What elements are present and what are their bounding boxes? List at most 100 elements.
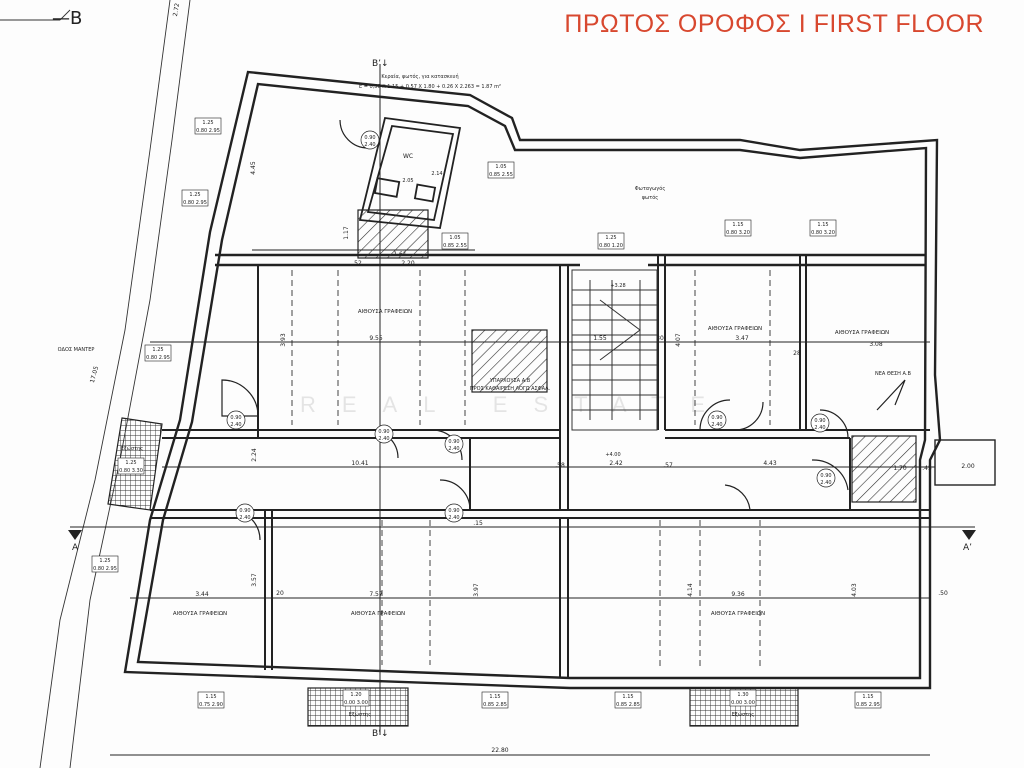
area-formula: E = 0,50 X 1.15 + 0.57 X 1.80 + 0.26 X 2… bbox=[359, 84, 501, 90]
stair-mid-level: +4.00 bbox=[605, 452, 620, 458]
dim-20: 20 bbox=[276, 590, 284, 597]
svg-text:1.20: 1.20 bbox=[350, 692, 361, 698]
dim-357: 3.57 bbox=[251, 573, 258, 587]
dim-393: 3.93 bbox=[280, 333, 287, 347]
dim-45: .45 bbox=[922, 465, 932, 472]
svg-text:1.15: 1.15 bbox=[489, 694, 500, 700]
dim-30: 30 bbox=[656, 335, 664, 342]
door-label: 0.902.40 bbox=[816, 468, 836, 488]
dim-161: 1.61 bbox=[393, 251, 407, 258]
svg-text:0.80 2.95: 0.80 2.95 bbox=[196, 128, 220, 134]
door-label: 0.902.40 bbox=[360, 130, 380, 150]
existing-shaft-hatch bbox=[471, 329, 548, 393]
svg-text:0.85 2.85: 0.85 2.85 bbox=[616, 702, 640, 708]
svg-text:1.30: 1.30 bbox=[737, 692, 748, 698]
window-label: 1.20 0.00 3.00 bbox=[342, 689, 370, 707]
svg-text:2.40: 2.40 bbox=[820, 480, 831, 486]
dim-58: .58 bbox=[555, 462, 565, 469]
svg-text:0.90: 0.90 bbox=[378, 429, 389, 435]
svg-text:0.90: 0.90 bbox=[814, 418, 825, 424]
svg-text:0.85 2.55: 0.85 2.55 bbox=[443, 243, 467, 249]
svg-text:1.25: 1.25 bbox=[152, 347, 163, 353]
door-label: 0.902.40 bbox=[707, 410, 727, 430]
door-label: 0.902.40 bbox=[810, 413, 830, 433]
staircase bbox=[571, 269, 658, 431]
door-label: 0.902.40 bbox=[444, 503, 464, 523]
dim-414: 4.14 bbox=[687, 583, 694, 597]
svg-text:1.15: 1.15 bbox=[732, 222, 743, 228]
svg-text:0.80 3.20: 0.80 3.20 bbox=[811, 230, 835, 236]
wc-block bbox=[358, 117, 462, 229]
light-well-label: Φωταγωγός bbox=[635, 185, 666, 192]
window-label: 1.25 0.80 2.95 bbox=[194, 117, 222, 135]
window-label: 1.30 0.00 3.00 bbox=[729, 689, 757, 707]
window-label: 1.250.80 2.95 bbox=[181, 189, 209, 207]
svg-text:1.15: 1.15 bbox=[862, 694, 873, 700]
svg-text:1.25: 1.25 bbox=[125, 460, 136, 466]
dim-200: 2.00 bbox=[961, 463, 975, 470]
svg-text:1.25: 1.25 bbox=[202, 120, 213, 126]
room-label: ΑΙΘΟΥΣΑ ΓΡΑΦΕΙΩΝ bbox=[835, 330, 889, 336]
dim-15: .15 bbox=[473, 520, 483, 527]
section-arrow-right bbox=[962, 530, 976, 540]
wc-dim-b: 2.14 bbox=[431, 171, 442, 177]
svg-text:0.00 3.00: 0.00 3.00 bbox=[731, 700, 755, 706]
window-label: 1.15 0.80 3.20 bbox=[809, 219, 837, 237]
svg-text:2.40: 2.40 bbox=[448, 446, 459, 452]
room-dim: 9.36 bbox=[731, 591, 745, 598]
new-shaft-hatch bbox=[851, 435, 917, 503]
roof-note: Κεραία, φωτός, για κατασκευή bbox=[381, 73, 458, 80]
svg-text:0.90: 0.90 bbox=[239, 508, 250, 514]
svg-text:0.80 1.20: 0.80 1.20 bbox=[599, 243, 623, 249]
section-a-left: Α bbox=[72, 543, 79, 553]
overall-depth-dim: 17.05 bbox=[89, 365, 100, 384]
dimension-labels: 10.41 2.42 4.43 3.93 4.07 3.97 4.14 4.03… bbox=[250, 161, 975, 597]
balcony-label: Εξώστης bbox=[121, 445, 143, 452]
svg-text:2.40: 2.40 bbox=[239, 515, 250, 521]
svg-text:0.80 3.20: 0.80 3.20 bbox=[726, 230, 750, 236]
svg-text:0.00 3.00: 0.00 3.00 bbox=[344, 700, 368, 706]
window-labels: 1.250.80 2.95 1.250.80 2.95 1.250.80 2.9… bbox=[91, 117, 882, 709]
svg-text:1.05: 1.05 bbox=[449, 235, 460, 241]
corridor-left-dim: 10.41 bbox=[351, 460, 368, 467]
dim-155: 1.55 bbox=[593, 335, 607, 342]
svg-text:0.80 2.95: 0.80 2.95 bbox=[146, 355, 170, 361]
balcony-labels: Εξώστης Εξώστης Εξώστης bbox=[121, 445, 754, 718]
corner-dim: 2.72 bbox=[172, 2, 181, 17]
section-a-right: Α’ bbox=[963, 543, 972, 553]
street-label: ΟΔΟΣ ΜΑΝΤΕΡ bbox=[58, 347, 95, 353]
new-position-label: ΝΕΑ ΘΕΣΗ Α.Β bbox=[875, 371, 912, 377]
right-projection bbox=[934, 439, 996, 486]
svg-text:1.25: 1.25 bbox=[99, 558, 110, 564]
door-label: 0.902.40 bbox=[374, 424, 394, 444]
room-dim: 3.08 bbox=[869, 341, 883, 348]
room-labels: ΑΙΘΟΥΣΑ ΓΡΑΦΕΙΩΝ ΑΙΘΟΥΣΑ ΓΡΑΦΕΙΩΝ ΑΙΘΟΥΣ… bbox=[173, 309, 889, 617]
dim-50: .50 bbox=[938, 590, 948, 597]
room-label: ΑΙΘΟΥΣΑ ΓΡΑΦΕΙΩΝ bbox=[708, 326, 762, 332]
overall-width-dim: 22.80 bbox=[491, 747, 508, 754]
room-label: ΑΙΘΟΥΣΑ ΓΡΑΦΕΙΩΝ bbox=[711, 611, 765, 617]
site-boundary bbox=[0, 0, 191, 768]
svg-text:1.15: 1.15 bbox=[817, 222, 828, 228]
balcony-label: Εξώστης bbox=[349, 711, 371, 718]
room-label: ΑΙΘΟΥΣΑ ΓΡΑΦΕΙΩΝ bbox=[358, 309, 412, 315]
svg-text:0.90: 0.90 bbox=[448, 508, 459, 514]
section-arrow-left bbox=[68, 530, 82, 540]
svg-text:2.40: 2.40 bbox=[814, 425, 825, 431]
section-b-bottom: Β’↓ bbox=[372, 729, 389, 739]
window-label: 1.150.85 2.85 bbox=[481, 691, 509, 709]
section-markers: Β’↓ Β’↓ —Β Α Α’ 22.80 17.05 2.72 bbox=[52, 2, 972, 754]
svg-text:1.25: 1.25 bbox=[189, 192, 200, 198]
door-label: 0.902.40 bbox=[226, 410, 246, 430]
svg-text:0.80 3.30: 0.80 3.30 bbox=[119, 468, 143, 474]
room-dim: 3.44 bbox=[195, 591, 209, 598]
door-labels: 0.902.40 0.902.40 0.902.40 0.902.40 0.90… bbox=[226, 130, 836, 523]
door-label: 0.902.40 bbox=[444, 434, 464, 454]
window-label: 1.250.80 1.20 bbox=[597, 232, 625, 250]
room-dim: 9.55 bbox=[369, 335, 383, 342]
svg-text:2.40: 2.40 bbox=[711, 422, 722, 428]
annotations: Κεραία, φωτός, για κατασκευή E = 0,50 X … bbox=[58, 73, 912, 458]
dim-28: 28 bbox=[793, 350, 801, 357]
svg-text:0.90: 0.90 bbox=[364, 135, 375, 141]
